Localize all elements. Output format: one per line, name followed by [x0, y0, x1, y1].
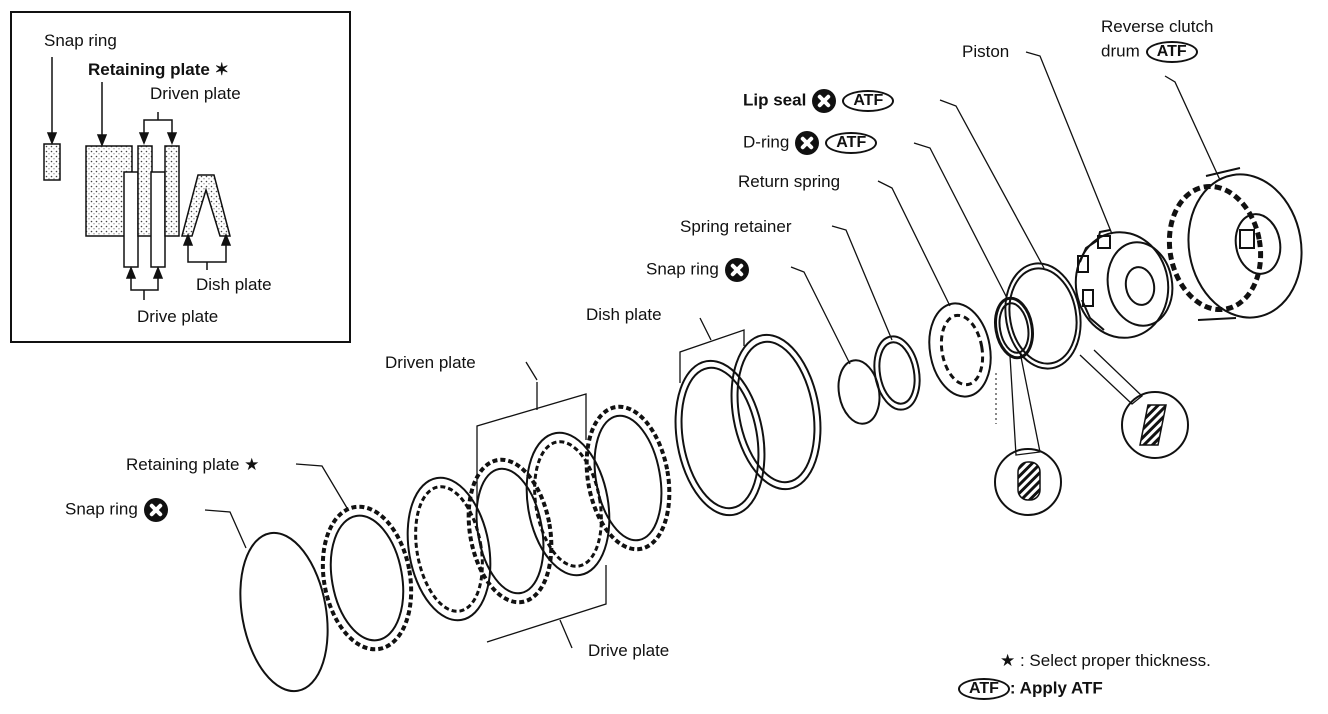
atf-badge-icon: ATF — [1145, 41, 1198, 63]
drive-plate-label: Drive plate — [588, 641, 670, 660]
inset-drive-plate-label: Drive plate — [137, 307, 219, 326]
return-spring — [928, 302, 992, 398]
piston-label: Piston — [962, 42, 1010, 61]
inset-snap-ring-label: Snap ring — [44, 31, 117, 50]
inset-cross-section — [10, 11, 351, 343]
spring-retainer-label: Spring retainer — [680, 217, 792, 236]
no-reuse-icon — [812, 89, 837, 113]
return-spring-label: Return spring — [738, 172, 841, 191]
star-icon: ★ — [1000, 651, 1016, 670]
driven-plate-1 — [466, 457, 554, 605]
inset-dish-plate-label: Dish plate — [196, 275, 272, 294]
lower-snap-ring — [239, 531, 329, 693]
driven-plate-label: Driven plate — [385, 353, 476, 372]
retaining-plate — [320, 504, 414, 652]
upper-snap-ring-label: Snap ring — [646, 258, 749, 282]
dish-plate-2 — [730, 333, 822, 491]
lower-snap-ring-label: Snap ring — [65, 498, 168, 522]
reverse-clutch-drum-label: Reverse clutch — [1101, 17, 1214, 36]
d-ring — [994, 296, 1034, 360]
d-ring-section-callout — [994, 448, 1062, 516]
lip-seal — [1004, 262, 1082, 370]
atf-badge-icon: ATF — [825, 132, 878, 154]
drive-plate-2 — [525, 431, 611, 577]
star-icon: ✶ — [214, 60, 229, 79]
no-reuse-icon — [143, 498, 168, 522]
inset-driven-plate-label: Driven plate — [150, 84, 241, 103]
reverse-clutch-drum — [1166, 167, 1303, 321]
legend-star-note: ★ : Select proper thickness. — [1000, 651, 1211, 670]
star-icon: ★ — [244, 455, 260, 474]
atf-badge-icon: ATF — [958, 678, 1010, 700]
drive-plate-1 — [406, 476, 492, 622]
no-reuse-icon — [724, 258, 749, 282]
legend-atf-note: ATF: Apply ATF — [958, 678, 1103, 700]
piston — [1074, 229, 1174, 339]
atf-badge-icon: ATF — [842, 90, 895, 112]
upper-snap-ring — [837, 359, 881, 425]
dish-plate-label: Dish plate — [586, 305, 662, 324]
spring-retainer — [873, 335, 921, 411]
dish-plate-1 — [674, 359, 766, 517]
inset-retaining-plate-label: Retaining plate ✶ — [88, 60, 229, 79]
retaining-plate-label: Retaining plate ★ — [126, 455, 260, 474]
driven-plate-2 — [584, 404, 672, 552]
no-reuse-icon — [795, 131, 820, 155]
lip-seal-section-callout — [1121, 391, 1189, 459]
